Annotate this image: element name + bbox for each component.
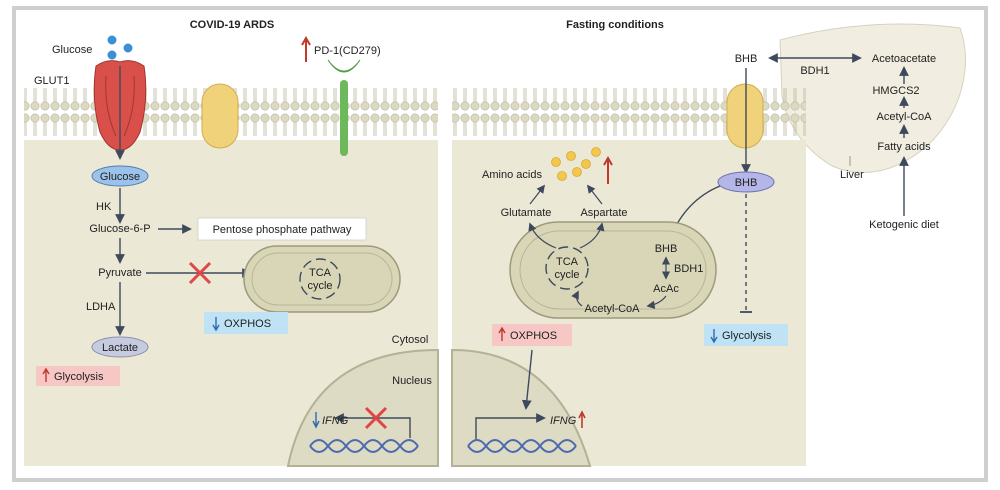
dna-helix-icon [467,439,577,453]
glut1-label: GLUT1 [34,75,69,87]
glycolysis-increase-box [36,366,120,386]
down-arrow-icon [710,329,718,344]
down-arrow-icon [212,317,220,332]
right-tca-label: TCA [556,256,579,268]
left-panel: COVID-19 ARDS Glucose GLUT1 PD-1(CD279) … [24,19,439,467]
glucose-pill-label: Glucose [100,171,140,183]
up-arrow-icon [42,367,50,382]
glucose-label-top: Glucose [52,44,92,56]
glucose-molecule [107,35,117,45]
ppp-box [197,217,367,241]
hk-label: HK [96,201,112,213]
tca-cycle-icon [545,246,589,290]
up-arrow-icon [498,326,506,341]
pd1-label: PD-1(CD279) [314,45,381,57]
left-panel-title: COVID-19 ARDS [190,19,275,31]
blocked-x-icon [188,261,212,285]
bhb-pill [717,171,775,193]
amino-acids-up-arrow-icon [603,155,613,184]
left-oxphos-label: OXPHOS [224,318,271,330]
tca-cycle-label: cycle [307,280,332,292]
down-arrow-icon [312,412,320,429]
right-panel: Fasting conditions BHB BDH1 Acetoacetate… [451,19,967,467]
bhb-transporter [726,83,764,149]
pd1-up-arrow-icon [301,35,311,62]
aspartate-to-amino-acids-arrow [586,184,603,205]
right-ifng-label: IFNG [550,415,577,427]
glucose-molecule [123,43,133,53]
cytosol-label: Cytosol [392,334,429,346]
blocked-x-icon [364,406,388,430]
tca-to-glutamate-arrow [528,222,557,249]
acac-label: AcAc [653,283,679,295]
liver-label: Liver [840,169,864,181]
left-transcription-arrow [334,413,411,438]
pyruvate-label: Pyruvate [98,267,141,279]
glutamate-to-amino-acids-arrow [529,184,546,205]
left-nucleus [286,348,439,467]
right-acetyl-coa-label: Acetyl-CoA [876,111,932,123]
ppp-label: Pentose phosphate pathway [213,224,352,236]
left-glycolysis-label: Glycolysis [54,371,104,383]
bhb-pill-label: BHB [735,177,758,189]
tca-cycle-icon [299,258,341,300]
ldha-label: LDHA [86,301,116,313]
glucose-molecule [107,50,117,60]
bdh1-inner-label: BDH1 [674,263,703,275]
acetyl-coa-inner-label: Acetyl-CoA [584,303,640,315]
bhb-inner-label: BHB [655,243,678,255]
right-glycolysis-label: Glycolysis [722,330,772,342]
left-mitochondrion [243,245,401,313]
acetoacetate-label: Acetoacetate [872,53,936,65]
up-arrow-icon [578,410,586,428]
oxphos-increase-box [492,324,572,346]
oxphos-decrease-box [204,312,288,334]
right-nucleus [451,348,592,467]
tca-to-aspartate-arrow [579,222,605,249]
left-ifng-label: IFNG [322,415,349,427]
amino-acids-label: Amino acids [482,169,542,181]
lactate-label: Lactate [102,342,138,354]
fatty-acids-label: Fatty acids [877,141,931,153]
right-mitochondrion [509,221,717,319]
acetyl-coa-to-tca-arrow [571,290,583,307]
ketogenic-diet-label: Ketogenic diet [869,219,939,231]
amino-acid-molecules [551,147,601,181]
hmgcs2-label: HMGCS2 [872,85,919,97]
tca-label: TCA [309,267,332,279]
right-transcription-arrow [475,413,546,440]
aspartate-label: Aspartate [580,207,627,219]
oxphos-to-ifng-arrow [521,349,533,410]
right-tca-cycle-label: cycle [554,269,579,281]
glucose-pill [91,165,149,187]
right-panel-title: Fasting conditions [566,19,664,31]
glucose-6-p-label: Glucose-6-P [89,223,150,235]
nucleus-label: Nucleus [392,375,432,387]
glutamate-label: Glutamate [501,207,552,219]
glycolysis-decrease-box [704,324,788,346]
right-oxphos-label: OXPHOS [510,330,557,342]
pd1-receptor [327,59,361,156]
acac-to-acetyl-coa-arrow [646,295,667,310]
lactate-pill [91,336,149,358]
bdh1-top-label: BDH1 [800,65,829,77]
membrane-channel-protein [201,83,239,149]
dna-helix-icon [309,439,419,453]
bhb-top-label: BHB [735,53,758,65]
